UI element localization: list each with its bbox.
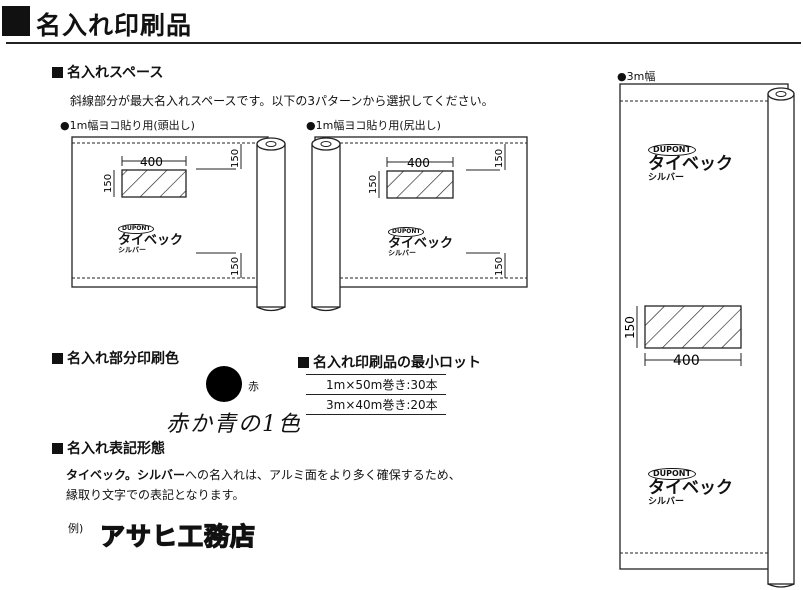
- dim-top-left: 150: [230, 149, 241, 168]
- lot-row-1: 1m×50m巻き:30本: [306, 374, 446, 395]
- swatch-label: 赤: [248, 380, 259, 393]
- product-logo-mid: DUPONT タイベック シルバー: [388, 227, 454, 257]
- diagram-mid: [311, 136, 528, 312]
- lot-row-2: 3m×40m巻き:20本: [306, 394, 446, 415]
- dim-width-mid: 400: [407, 156, 430, 170]
- space-section-note: 斜線部分が最大名入れスペースです。以下の3パターンから選択してください。: [70, 94, 494, 108]
- space-section-heading: 名入れスペース: [52, 62, 163, 82]
- dim-bottom-left: 150: [230, 257, 241, 276]
- table-row: 1m×50m巻き:30本: [306, 374, 446, 395]
- format-section-heading: 名入れ表記形態: [52, 438, 165, 458]
- lot-section-heading: 名入れ印刷品の最小ロット: [298, 352, 481, 372]
- format-line-2: 縁取り文字での表記となります。: [66, 488, 245, 502]
- title-marker: [2, 6, 30, 36]
- heading-bullet-icon: [52, 67, 63, 78]
- dim-top-mid: 150: [494, 149, 505, 168]
- heading-bullet-icon: [52, 443, 63, 454]
- heading-bullet-icon: [52, 353, 63, 364]
- diagram-left: [71, 136, 286, 312]
- pattern-mid-caption: ●1m幅ヨコ貼り用(尻出し): [306, 119, 441, 132]
- handwritten-color-note: 赤か青の1色: [166, 412, 302, 437]
- product-logo-right-top: DUPONT タイベック シルバー: [648, 144, 733, 184]
- product-logo-right-bottom: DUPONT タイベック シルバー: [648, 468, 733, 508]
- print-color-swatch: [206, 366, 242, 402]
- format-brand: タイベック。シルバー: [66, 468, 186, 482]
- color-section-heading: 名入れ部分印刷色: [52, 348, 179, 368]
- dim-height-right: 150: [623, 316, 637, 339]
- dim-width-right: 400: [673, 353, 700, 369]
- product-logo-left: DUPONT タイベック シルバー: [118, 224, 184, 254]
- diagram-right: [619, 83, 795, 588]
- page-title: 名入れ印刷品: [36, 11, 193, 40]
- heading-bullet-icon: [298, 357, 309, 368]
- lot-table: 1m×50m巻き:30本 3m×40m巻き:20本: [306, 374, 446, 415]
- pattern-right-caption: ●3m幅: [617, 70, 656, 83]
- dim-width-left: 400: [140, 155, 163, 169]
- example-label: 例): [68, 522, 84, 535]
- pattern-left-caption: ●1m幅ヨコ貼り用(頭出し): [60, 119, 195, 132]
- dim-bottom-mid: 150: [494, 257, 505, 276]
- title-underline: [6, 42, 801, 44]
- example-outlined-name: アサヒ工務店: [99, 521, 257, 551]
- dim-height-mid: 150: [368, 175, 379, 194]
- table-row: 3m×40m巻き:20本: [306, 394, 446, 415]
- format-line-1: タイベック。シルバーへの名入れは、アルミ面をより多く確保するため、: [66, 468, 461, 482]
- dim-height-left: 150: [103, 174, 114, 193]
